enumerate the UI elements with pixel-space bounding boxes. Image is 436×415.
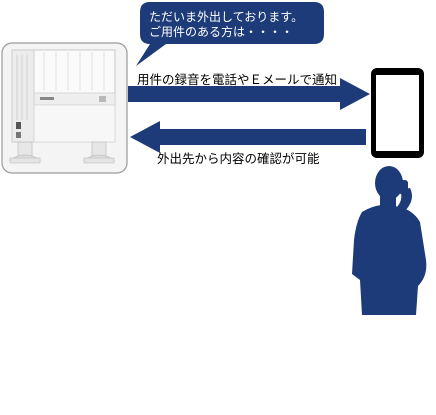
arrow-to-phone: [128, 78, 370, 110]
notify-label: 用件の録音を電話やＥメールで通知: [137, 72, 338, 87]
speech-bubble-text: ただいま外出しております。 ご用件のある方は・・・・: [149, 10, 319, 40]
person-on-phone-icon: [352, 166, 427, 315]
arrow-from-phone: [130, 121, 366, 153]
tablet-icon: [371, 68, 424, 158]
speech-bubble: [136, 2, 324, 66]
speech-line-2: ご用件のある方は・・・・: [149, 25, 294, 39]
answering-machine-icon: [1, 42, 128, 174]
remote-check-label: 外出先から内容の確認が可能: [157, 151, 320, 166]
speech-line-1: ただいま外出しております。: [149, 10, 304, 24]
